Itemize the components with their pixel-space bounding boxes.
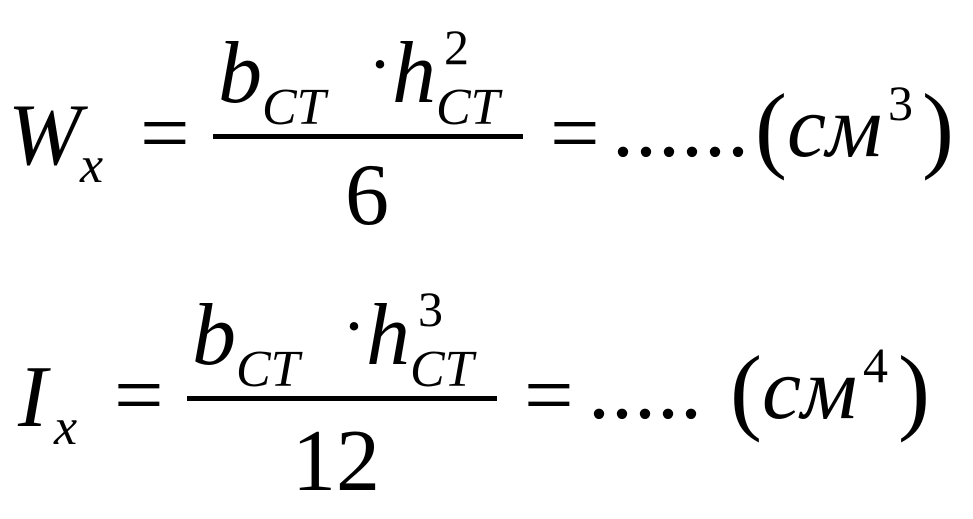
result-equals-sign: =	[524, 347, 574, 444]
close-paren: )	[922, 74, 954, 181]
result-placeholder-dots: .....	[588, 341, 703, 438]
equals-sign: =	[114, 347, 164, 444]
numerator-var-h: h	[392, 25, 436, 122]
numerator-var-b: b	[218, 25, 262, 122]
lhs-subscript: x	[80, 137, 104, 194]
numerator-var-h-subscript: CT	[410, 341, 474, 398]
lhs-symbol: I	[18, 349, 48, 446]
denominator: 6	[345, 147, 389, 244]
multiply-dot: ·	[342, 286, 366, 366]
fraction-bar	[187, 396, 497, 401]
denominator: 12	[292, 413, 380, 510]
unit: см	[787, 79, 883, 176]
formula-moment-of-inertia: I x = b CT · h 3 CT 12 = ..... ( см 4 )	[0, 262, 973, 519]
lhs-symbol: W	[8, 87, 82, 184]
numerator-var-h-superscript: 3	[418, 281, 443, 337]
fraction-bar	[213, 134, 523, 139]
numerator-var-h: h	[366, 287, 410, 384]
numerator-var-h-superscript: 2	[444, 19, 469, 75]
multiply-dot: ·	[368, 24, 392, 104]
unit: см	[762, 341, 858, 438]
equals-sign: =	[140, 85, 190, 182]
numerator-var-h-subscript: CT	[436, 79, 500, 136]
result-equals-sign: =	[550, 85, 600, 182]
unit-power: 4	[863, 337, 888, 393]
close-paren: )	[898, 336, 930, 443]
numerator-var-b-subscript: CT	[262, 79, 326, 136]
unit-power: 3	[888, 75, 913, 131]
lhs-subscript: x	[54, 399, 78, 456]
result-placeholder-dots: ......	[612, 79, 750, 176]
numerator-var-b-subscript: CT	[236, 341, 300, 398]
formula-section-modulus: W x = b CT · h 2 CT 6 = ...... ( см 3 )	[0, 0, 973, 257]
open-paren: (	[755, 74, 787, 181]
numerator-var-b: b	[192, 287, 236, 384]
open-paren: (	[730, 336, 762, 443]
